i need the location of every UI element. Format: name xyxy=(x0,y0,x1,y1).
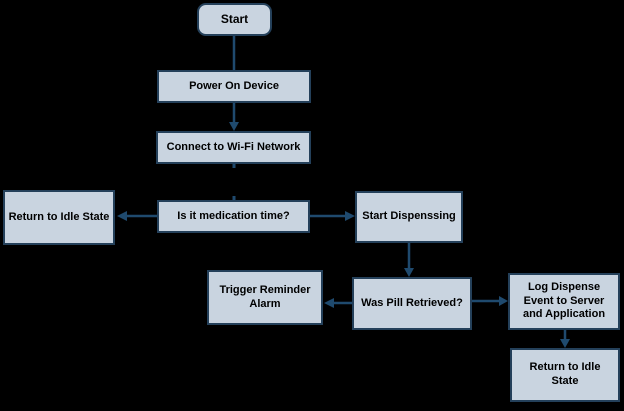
node-trigger-reminder-alarm: Trigger Reminder Alarm xyxy=(207,270,323,325)
edge-log-dispense-to-return-idle-bottom xyxy=(560,330,570,348)
edge-medication-time-to-return-idle-left xyxy=(117,211,157,221)
node-is-it-medication-time: Is it medication time? xyxy=(157,200,310,233)
connector-stub-connect-wifi-bottom xyxy=(232,164,236,168)
edge-medication-time-to-start-dispensing xyxy=(310,211,355,221)
connector-stub-medication-time-top xyxy=(232,196,236,200)
node-was-pill-retrieved: Was Pill Retrieved? xyxy=(352,277,472,330)
node-start-dispensing: Start Dispenssing xyxy=(355,191,463,243)
node-connect-wifi-network: Connect to Wi-Fi Network xyxy=(156,131,311,164)
node-return-to-idle-state-left: Return to Idle State xyxy=(3,190,115,245)
edge-start-dispensing-to-pill-retrieved xyxy=(404,243,414,277)
edge-pill-retrieved-to-trigger-alarm xyxy=(324,298,352,308)
node-return-to-idle-state-bottom: Return to Idle State xyxy=(510,348,620,402)
edge-power-on-to-connect-wifi xyxy=(229,103,239,131)
node-log-dispense-event: Log Dispense Event to Server and Applica… xyxy=(508,273,620,330)
edge-pill-retrieved-to-log-dispense xyxy=(472,296,508,306)
node-start: Start xyxy=(197,3,272,36)
node-power-on-device: Power On Device xyxy=(157,70,311,103)
